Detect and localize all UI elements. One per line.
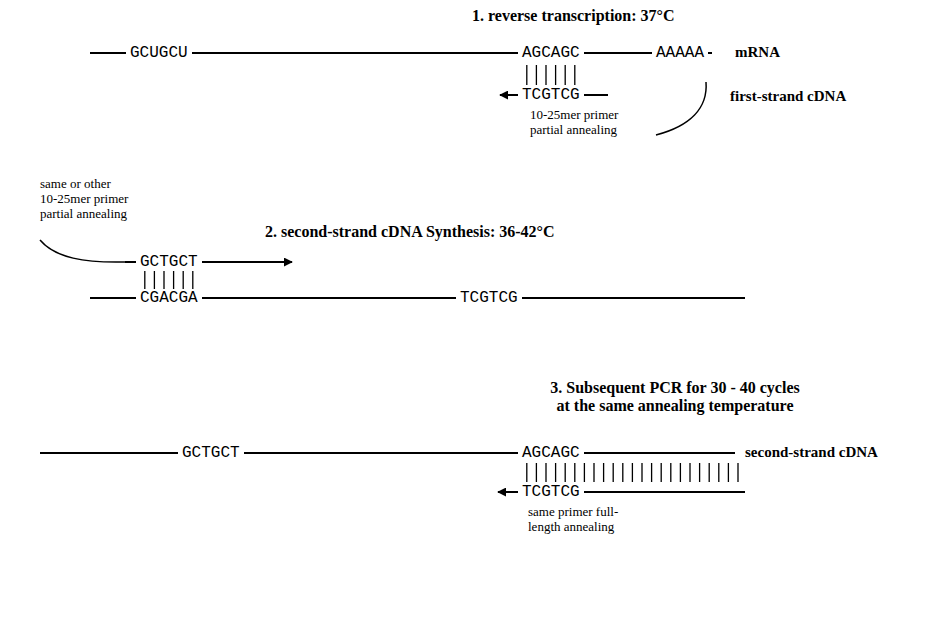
step-heading: 2. second-strand cDNA Synthesis: 36-42°C [263, 223, 557, 241]
primer-note: same primer full-length annealing [526, 504, 641, 534]
sequence-label: GCUGCU [126, 44, 192, 62]
strand-label: first-strand cDNA [728, 88, 848, 105]
primer-note: same or other 10-25mer primer partial an… [38, 176, 133, 221]
strand-label: second-strand cDNA [743, 444, 880, 461]
sequence-label: AAAAA [652, 44, 708, 62]
primer-note: 10-25mer primer partial annealing [528, 107, 623, 137]
base-pair-marks [527, 65, 575, 85]
sequence-label: AGCAGC [518, 44, 584, 62]
step-heading: 1. reverse transcription: 37°C [470, 7, 677, 25]
base-pair-marks [145, 271, 193, 289]
sequence-label: TCGTCG [518, 86, 584, 104]
sequence-label: GCTGCT [136, 253, 202, 271]
sequence-label: AGCAGC [518, 444, 584, 462]
sequence-label: TCGTCG [456, 289, 522, 307]
sequence-label: CGACGA [136, 289, 202, 307]
pointer-curve [40, 240, 125, 262]
step-heading: 3. Subsequent PCR for 30 - 40 cycles at … [547, 379, 803, 416]
pointer-curve [656, 82, 706, 135]
base-pair-marks [527, 463, 738, 482]
sequence-label: TCGTCG [518, 483, 584, 501]
second-strand-cdna [40, 452, 735, 454]
sequence-label: GCTGCT [178, 444, 244, 462]
strand-label: mRNA [733, 44, 782, 61]
